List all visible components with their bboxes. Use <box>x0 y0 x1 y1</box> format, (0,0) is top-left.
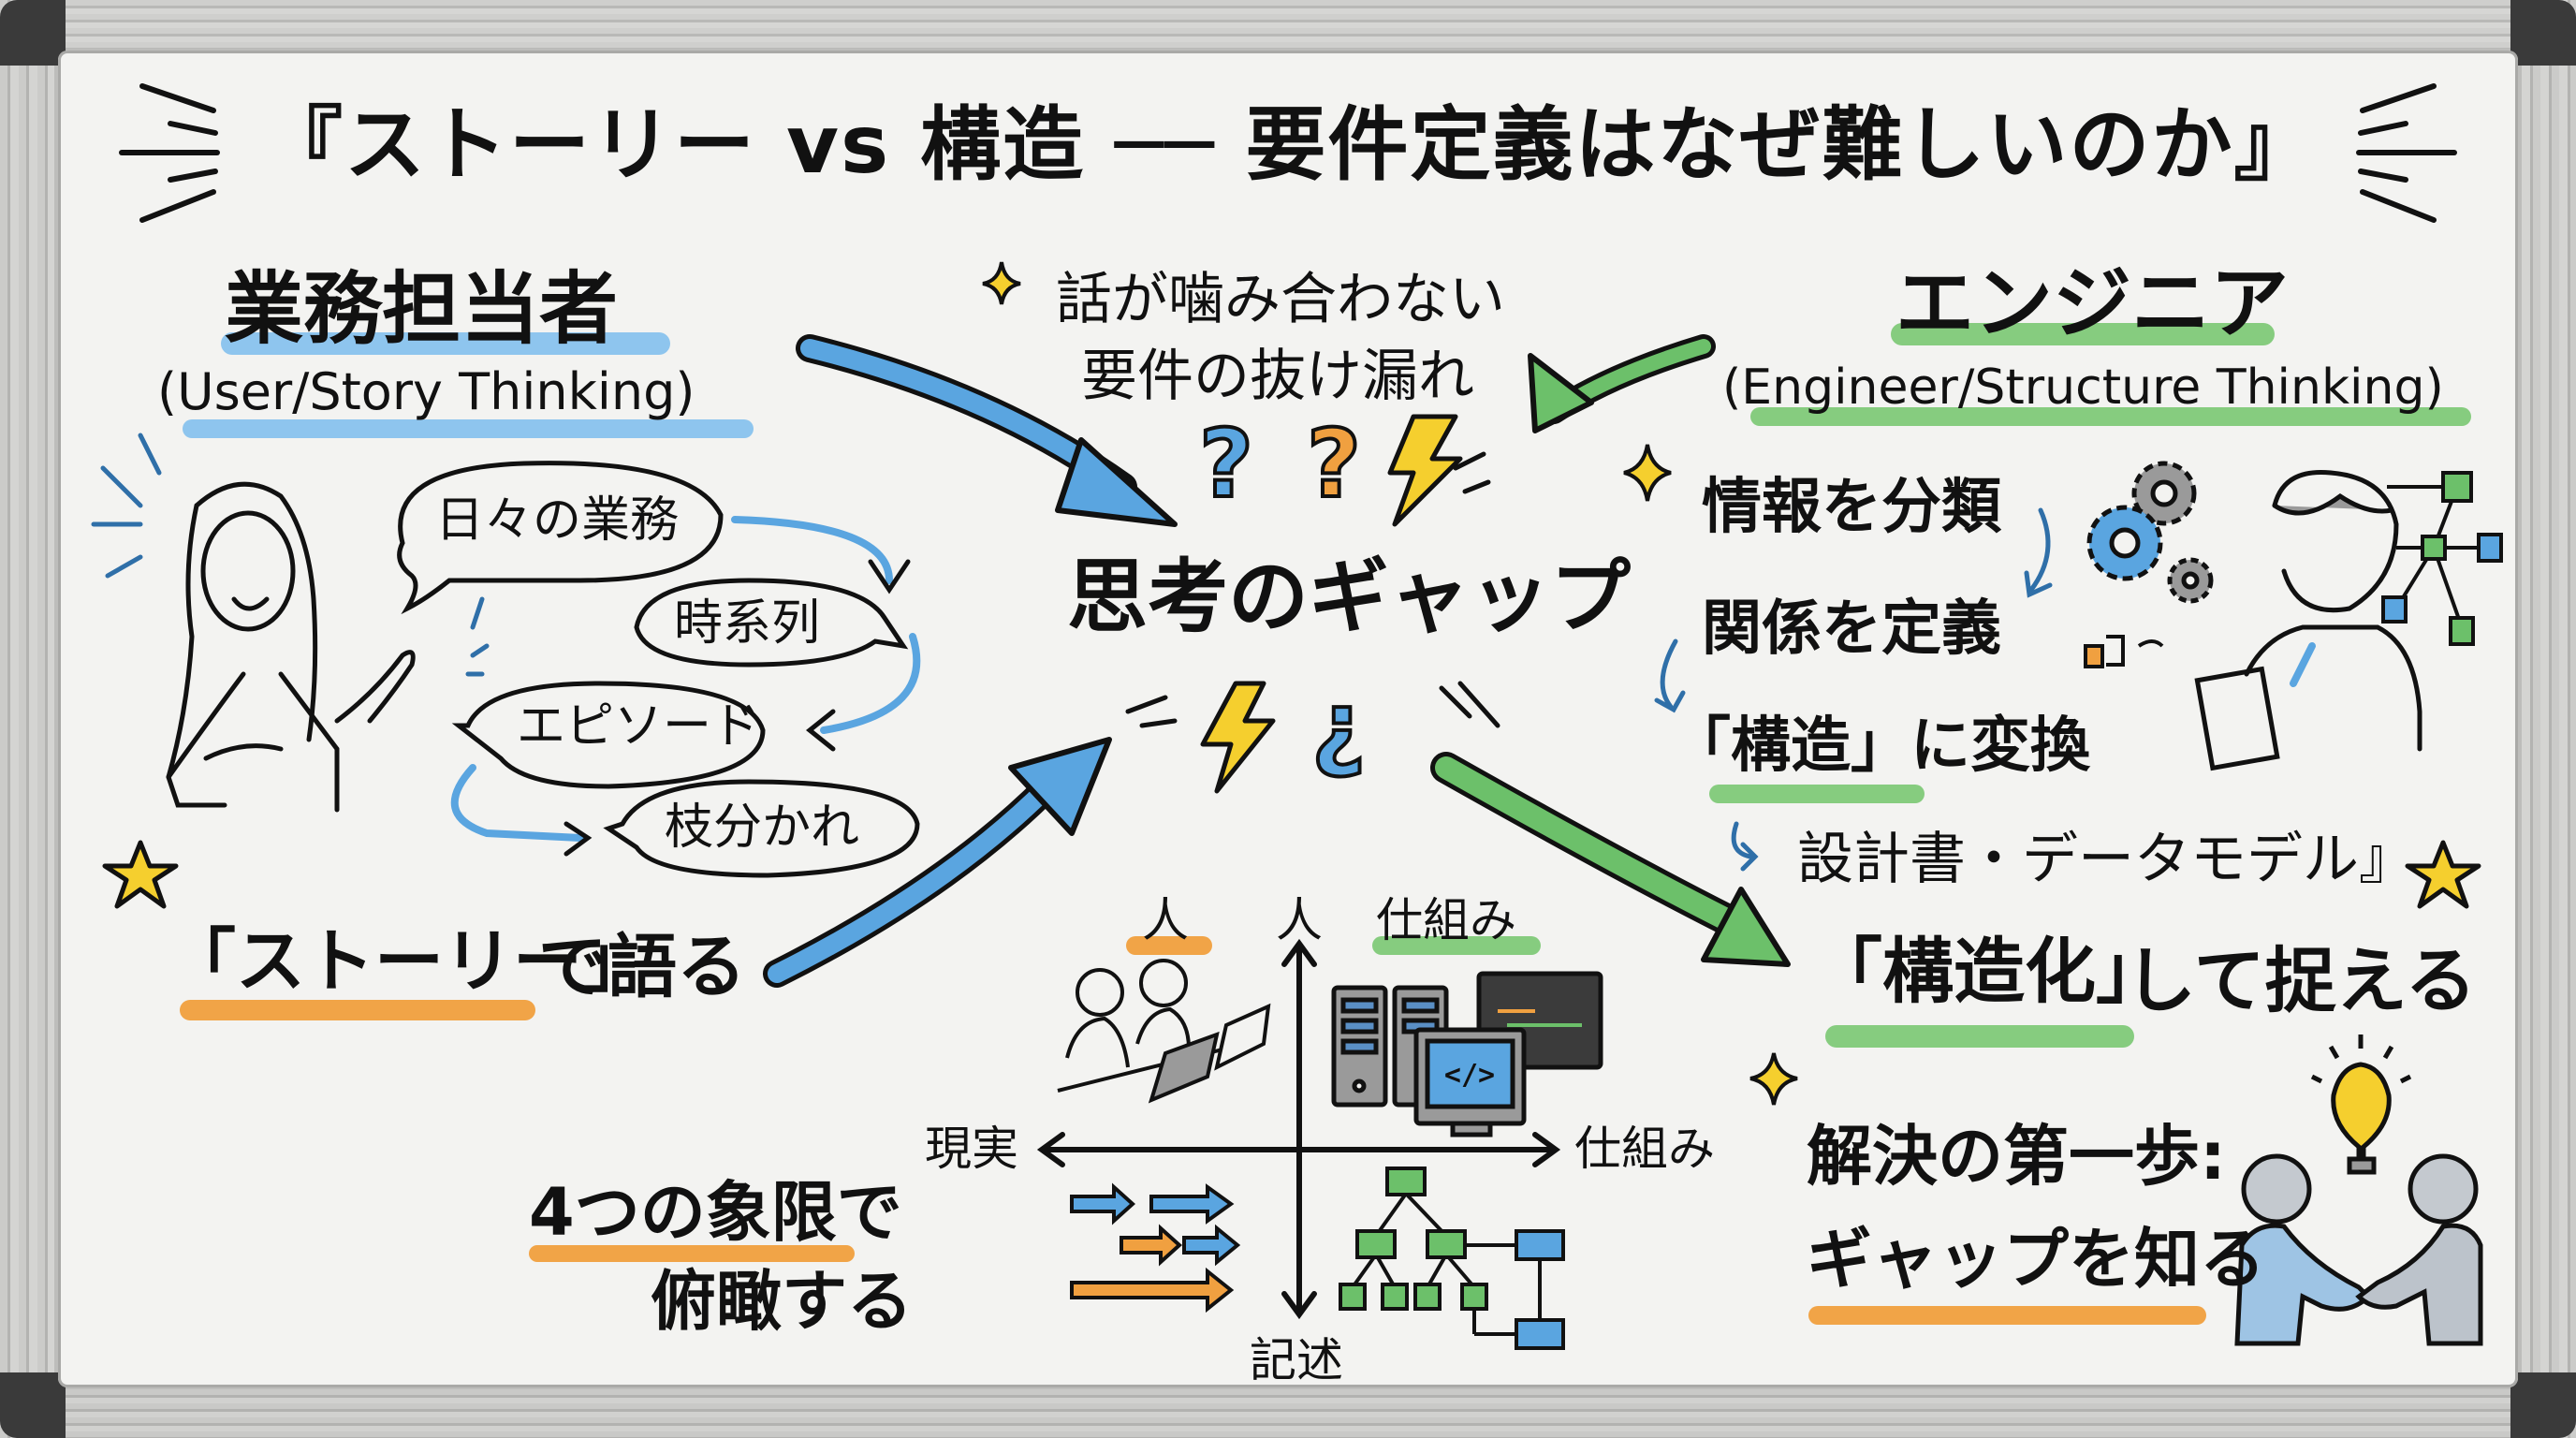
step-arrow-icon <box>1654 507 2053 872</box>
speech-bubble-shapes <box>397 461 920 878</box>
flow-arrowhead-icon <box>564 559 911 857</box>
speech-bubble <box>451 681 766 789</box>
subheading-highlight <box>183 419 754 438</box>
network-diagram-icon <box>2381 471 2503 646</box>
whiteboard-frame-right <box>2522 0 2576 1438</box>
inverted-question-icon: ¿ <box>1311 671 1366 781</box>
whiteboard-surface <box>58 51 2518 1387</box>
left-heading: 業務担当者 <box>225 263 619 355</box>
whiteboard-frame-top <box>0 0 2576 49</box>
speech-bubble <box>397 461 724 615</box>
frame-corner <box>0 0 66 66</box>
quadrant-label-highlight <box>1372 936 1541 955</box>
quadrant-axis-left-label: 現実 <box>925 1122 1018 1176</box>
arrow-engineer-to-gap-icon <box>1528 334 1716 433</box>
monitor-code-icon <box>1413 1027 1527 1137</box>
problem-line-1: 話が噛み合わない <box>1056 267 1505 332</box>
frame-corner <box>2510 0 2576 66</box>
engineer-icon <box>2194 469 2422 771</box>
quadrant-axis-top-label: 人 <box>1276 893 1323 947</box>
server-icon <box>1331 985 1449 1108</box>
left-tagline-quote: 「ストーリー」 <box>167 921 651 1002</box>
business-person-icon <box>166 481 416 813</box>
sparkle-icon <box>1749 1052 1798 1106</box>
sparkle-icon <box>982 261 1021 305</box>
right-tagline-rest: して捉える <box>2125 939 2477 1022</box>
solution-line-1: 解決の第一歩: <box>1807 1118 2226 1195</box>
spark-lines-icon <box>1125 451 1500 728</box>
lightbulb-icon <box>2310 1034 2412 1175</box>
step-define-relations: 関係を定義 <box>1702 594 2001 664</box>
quadrant-axis-bottom-label: 記述 <box>1250 1333 1343 1387</box>
speech-bubble <box>603 779 920 878</box>
bubble-branching: 枝分かれ <box>665 800 860 856</box>
quadrant-top-right-label: 仕組み <box>1376 893 1516 947</box>
step-classify: 情報を分類 <box>1702 473 2001 542</box>
question-mark-icon: ? <box>1307 409 1361 519</box>
arrow-left-to-gap-icon <box>796 334 1178 527</box>
gear-icon <box>2131 461 2197 526</box>
page-title: 『ストーリー vs 構造 ── 要件定義はなぜ難しいのか』 <box>262 98 2317 192</box>
tagline-highlight <box>180 1000 535 1020</box>
quadrant-axis-right-label: 仕組み <box>1574 1122 1715 1176</box>
step-design-docs: 設計書・データモデル』 <box>1797 827 2415 892</box>
quadrant-top-left-label: 人 <box>1142 893 1189 947</box>
solution-highlight <box>1808 1306 2206 1325</box>
arrow-story-to-gap-icon <box>763 737 1112 988</box>
frame-corner <box>0 1372 66 1438</box>
frame-corner <box>2510 1372 2576 1438</box>
step-convert-structure: 「構造」に変換 <box>1671 712 2090 781</box>
quadrant-axes <box>1036 938 1561 1320</box>
heading-highlight <box>1891 323 2275 345</box>
tagline-highlight <box>1825 1025 2134 1048</box>
code-glyph: </> <box>1444 1059 1495 1092</box>
handshake-icon <box>2234 1153 2483 1346</box>
flow-arrow-icon <box>450 516 921 842</box>
document-flow-icon <box>2084 635 2164 668</box>
bubble-episode: エピソード <box>517 698 761 755</box>
lightning-icon <box>1387 414 1463 527</box>
quadrant-label-highlight <box>1126 936 1212 955</box>
problem-line-2: 要件の抜け漏れ <box>1081 344 1474 409</box>
right-subheading: (Engineer/Structure Thinking) <box>1722 360 2444 416</box>
gear-icon <box>2086 505 2163 581</box>
right-tagline-quote: 「構造化」 <box>1811 930 2167 1013</box>
whiteboard-frame-left <box>0 0 54 1438</box>
overview-line-2: 俯瞰する <box>651 1263 913 1340</box>
left-subheading: (User/Story Thinking) <box>157 362 695 421</box>
title-burst-left-icon <box>119 83 220 223</box>
gear-icon <box>2167 557 2214 604</box>
right-heading: エンジニア <box>1895 257 2290 349</box>
arrow-gap-to-structure-icon <box>1430 752 1791 967</box>
star-icon <box>102 840 179 909</box>
bubble-daily-work: 日々の業務 <box>435 492 680 549</box>
people-meeting-icon <box>1057 959 1271 1104</box>
title-burst-right-icon <box>2356 83 2457 223</box>
lightning-icon <box>1200 681 1276 794</box>
excitement-lines-icon <box>91 433 490 677</box>
speech-bubble <box>634 578 909 668</box>
star-icon <box>2405 840 2481 909</box>
overview-line-1: 4つの象限で <box>529 1174 902 1251</box>
step-highlight <box>1709 785 1925 803</box>
sparkle-icon <box>1623 444 1672 502</box>
question-mark-icon: ? <box>1199 409 1253 519</box>
bubble-timeline: 時系列 <box>674 595 821 652</box>
subheading-highlight <box>1750 407 2471 426</box>
gap-label: 思考のギャップ <box>1067 550 1631 644</box>
overview-highlight <box>529 1245 855 1262</box>
solution-line-2: ギャップを知る <box>1807 1221 2265 1298</box>
process-arrows-icon <box>1070 1182 1241 1313</box>
tree-diagram-icon <box>1339 1167 1565 1350</box>
heading-highlight <box>221 332 670 355</box>
whiteboard-frame-bottom <box>0 1389 2576 1438</box>
left-tagline-rest: で語る <box>538 927 746 1007</box>
